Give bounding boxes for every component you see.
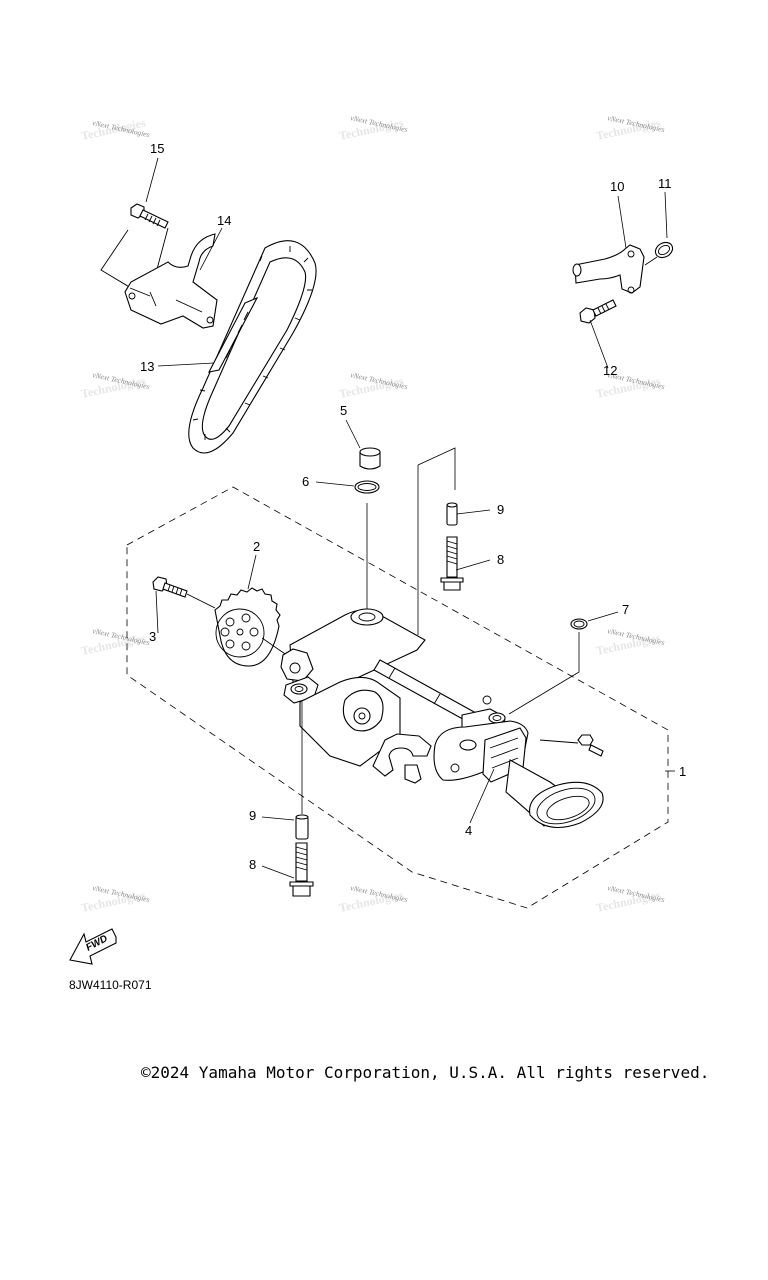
callout-10: 10 — [610, 179, 624, 194]
callout-15: 15 — [150, 141, 164, 156]
callout-8: 8 — [497, 552, 504, 567]
oil-pump-body — [280, 608, 604, 829]
callout-1: 1 — [679, 764, 686, 779]
callout-11: 11 — [658, 176, 672, 191]
callout-labels: 1 2 3 4 5 6 7 8 9 10 11 12 13 14 15 8 9 — [140, 141, 686, 872]
diagram-code: 8JW4110-R071 — [69, 978, 152, 992]
callout-12: 12 — [603, 363, 617, 378]
flange-bolt-part-8-lower — [289, 842, 314, 897]
pipe-part-10 — [572, 244, 645, 294]
assembly-boundary-part-1 — [126, 486, 669, 909]
leader-lines — [145, 157, 675, 879]
callout-3: 3 — [149, 629, 156, 644]
callout-5: 5 — [340, 403, 347, 418]
o-ring-part-7 — [508, 618, 588, 715]
bolt-part-12 — [579, 299, 617, 324]
bolt-part-15 — [100, 203, 169, 289]
copyright-text: ©2024 Yamaha Motor Corporation, U.S.A. A… — [141, 1063, 710, 1082]
callout-8-lower: 8 — [249, 857, 256, 872]
collar-part-5 — [359, 447, 381, 470]
dowel-pin-part-9-lower — [295, 814, 309, 840]
sprocket-part-2 — [214, 587, 289, 667]
bolt-part-3 — [152, 576, 216, 609]
callout-2: 2 — [253, 539, 260, 554]
callout-14: 14 — [217, 213, 231, 228]
bracket-line — [417, 447, 456, 490]
callout-9: 9 — [497, 502, 504, 517]
callout-4: 4 — [465, 823, 472, 838]
timing-chain-part-13 — [188, 240, 317, 454]
callout-9-lower: 9 — [249, 808, 256, 823]
o-ring-part-6 — [354, 480, 380, 615]
callout-13: 13 — [140, 359, 154, 374]
callout-7: 7 — [622, 602, 629, 617]
o-ring-part-11 — [644, 241, 674, 266]
callout-6: 6 — [302, 474, 309, 489]
dowel-pin-part-9 — [446, 502, 458, 526]
chain-guide-part-14 — [124, 233, 218, 329]
flange-bolt-part-8 — [440, 536, 464, 591]
fwd-arrow-icon: FWD — [69, 928, 117, 965]
